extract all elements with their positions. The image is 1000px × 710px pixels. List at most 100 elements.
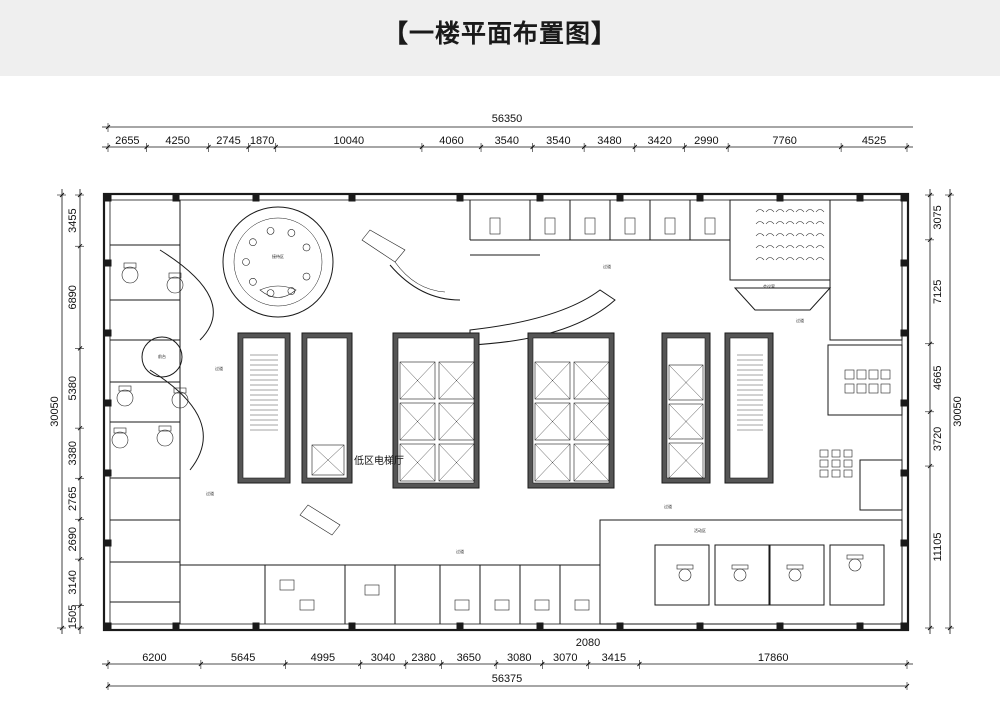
- ramp: [469, 289, 616, 346]
- office-desk: [819, 469, 829, 478]
- office-desk: [843, 469, 853, 478]
- dim-label: 1870: [250, 135, 274, 147]
- column: [900, 469, 908, 477]
- column: [252, 622, 260, 630]
- dim-label: 3480: [597, 135, 621, 147]
- column: [104, 539, 112, 547]
- desk-chair: [116, 389, 134, 407]
- outer-wall: [102, 192, 910, 632]
- dim-label: 2990: [694, 135, 718, 147]
- elevator-cell: [438, 361, 475, 400]
- office-desk: [868, 383, 879, 394]
- meeting-chair: [765, 221, 775, 225]
- treatment-bed: [704, 217, 716, 235]
- dim-label: 4250: [165, 135, 189, 147]
- meeting-chair: [775, 257, 785, 261]
- column: [536, 622, 544, 630]
- elevator-x: [573, 443, 610, 482]
- dim-label: 2745: [216, 135, 240, 147]
- label-corridor: 过道: [664, 503, 672, 509]
- label-elevator-hall: 低区电梯厅: [354, 454, 404, 467]
- column: [104, 194, 112, 202]
- elevator-x: [573, 361, 610, 400]
- elevator-cell: [311, 444, 345, 476]
- column: [856, 194, 864, 202]
- dim-label: 3140: [67, 570, 79, 594]
- column: [348, 194, 356, 202]
- dim-label: 30050: [49, 396, 61, 427]
- dim-label: 3040: [371, 652, 395, 664]
- desk: [158, 425, 172, 432]
- curve-desk: [389, 264, 461, 301]
- header-band: [0, 0, 1000, 76]
- meeting-chair: [795, 233, 805, 237]
- desk-chair: [111, 431, 129, 449]
- elevator-x: [573, 402, 610, 441]
- meeting-chair: [805, 257, 815, 261]
- dim-label: 6890: [67, 285, 79, 309]
- dim-label: 3650: [457, 652, 481, 664]
- elevator-x: [399, 443, 436, 482]
- desk: [168, 272, 182, 279]
- meeting-room: [729, 199, 831, 281]
- meeting-chair: [775, 233, 785, 237]
- elevator-cell: [668, 364, 704, 401]
- desk: [118, 385, 132, 392]
- dim-label: 3540: [495, 135, 519, 147]
- elevator-cell: [573, 361, 610, 400]
- service-core-left-inner: [306, 337, 348, 479]
- column: [696, 194, 704, 202]
- elevator-x: [399, 402, 436, 441]
- column: [104, 329, 112, 337]
- curve-wall: [159, 249, 214, 341]
- label-front: 前台: [158, 353, 166, 359]
- reception-inner: [233, 217, 323, 307]
- dim-label: 4525: [862, 135, 886, 147]
- lounge-seat: [249, 278, 257, 286]
- label-corridor: 过道: [603, 263, 611, 269]
- desk: [279, 579, 295, 591]
- dim-label: 2655: [115, 135, 139, 147]
- lounge-seat: [302, 243, 311, 252]
- meeting-chair: [755, 221, 765, 225]
- elevator-cell: [399, 402, 436, 441]
- meeting-chair: [815, 245, 825, 249]
- dim-label: 2765: [67, 487, 79, 511]
- column: [172, 622, 180, 630]
- desk: [299, 599, 315, 611]
- elevator-x: [534, 443, 571, 482]
- office-desk: [831, 459, 841, 468]
- dim-label: 3415: [602, 652, 626, 664]
- sofa-bottom: [299, 504, 341, 536]
- meeting-chair: [815, 257, 825, 261]
- dim-label: 1505: [67, 605, 79, 629]
- column: [616, 194, 624, 202]
- meeting-chair: [765, 209, 775, 213]
- office-desk: [819, 449, 829, 458]
- column: [776, 194, 784, 202]
- column: [900, 622, 908, 630]
- desk: [113, 427, 127, 434]
- column: [104, 469, 112, 477]
- dim-label: 30050: [952, 396, 964, 427]
- office-room: [859, 459, 903, 511]
- elevator-cell: [534, 443, 571, 482]
- elevator-core-c-inner: [666, 337, 706, 479]
- label-corridor: 过道: [456, 548, 464, 554]
- lab-desk: [731, 564, 749, 570]
- column: [616, 622, 624, 630]
- lounge-seat: [242, 258, 250, 266]
- dim-label: 5380: [67, 376, 79, 400]
- plan-furniture: [111, 209, 891, 611]
- dim-label: 3455: [67, 208, 79, 232]
- dim-label: 3380: [67, 441, 79, 465]
- lab-room: [769, 544, 825, 606]
- desk: [364, 584, 380, 596]
- dim-label: 3075: [932, 205, 944, 229]
- elevator-cell: [573, 402, 610, 441]
- office-desk: [831, 449, 841, 458]
- label-corridor: 过道: [796, 317, 804, 323]
- meeting-chair: [815, 221, 825, 225]
